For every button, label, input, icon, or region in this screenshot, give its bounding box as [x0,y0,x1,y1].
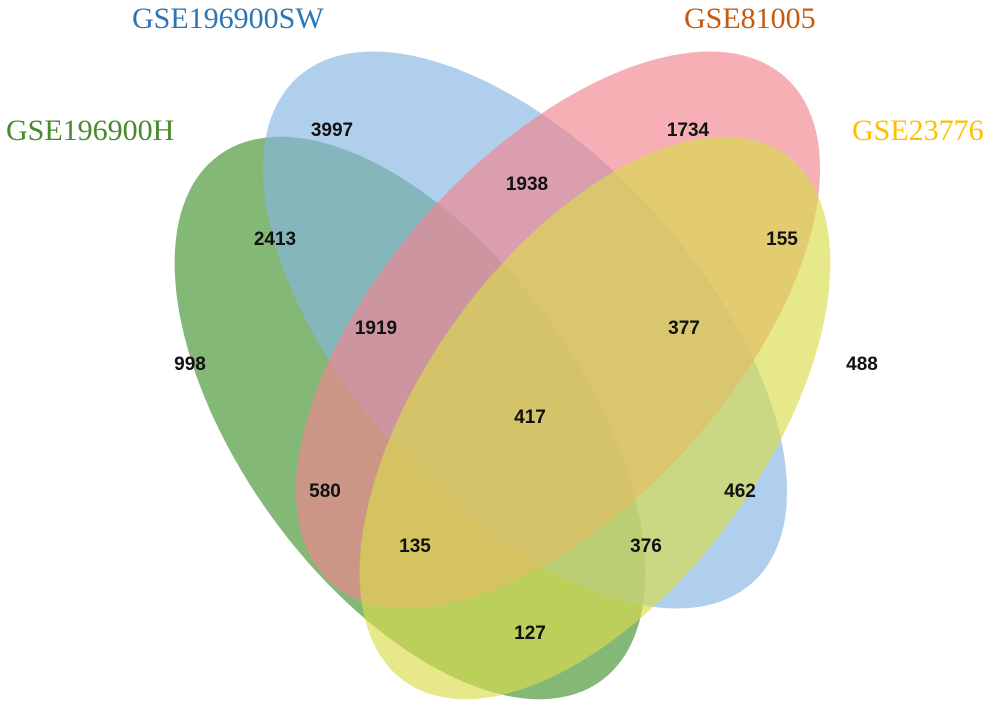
label-gse196900sw: GSE196900SW [132,2,324,35]
count-81005-23776: 155 [766,229,798,250]
count-h-sw: 2413 [254,229,296,250]
count-h-81005: 580 [309,481,341,502]
count-h-sw-23776: 376 [630,536,662,557]
count-81005: 1734 [667,120,710,141]
count-23776: 488 [846,354,878,375]
count-h: 998 [174,354,206,375]
label-gse23776: GSE23776 [852,114,984,147]
count-sw-81005-23776: 377 [668,318,700,339]
count-sw: 3997 [311,120,353,141]
count-h-sw-81005: 1919 [355,318,397,339]
count-h-23776: 127 [514,623,546,644]
count-h-81005-23776: 135 [399,536,431,557]
ellipse-gse23776 [359,136,831,700]
count-all: 417 [514,407,546,428]
count-sw-23776: 462 [724,481,756,502]
count-sw-81005: 1938 [506,174,548,195]
label-gse81005: GSE81005 [684,2,816,35]
label-gse196900h: GSE196900H [6,114,174,147]
